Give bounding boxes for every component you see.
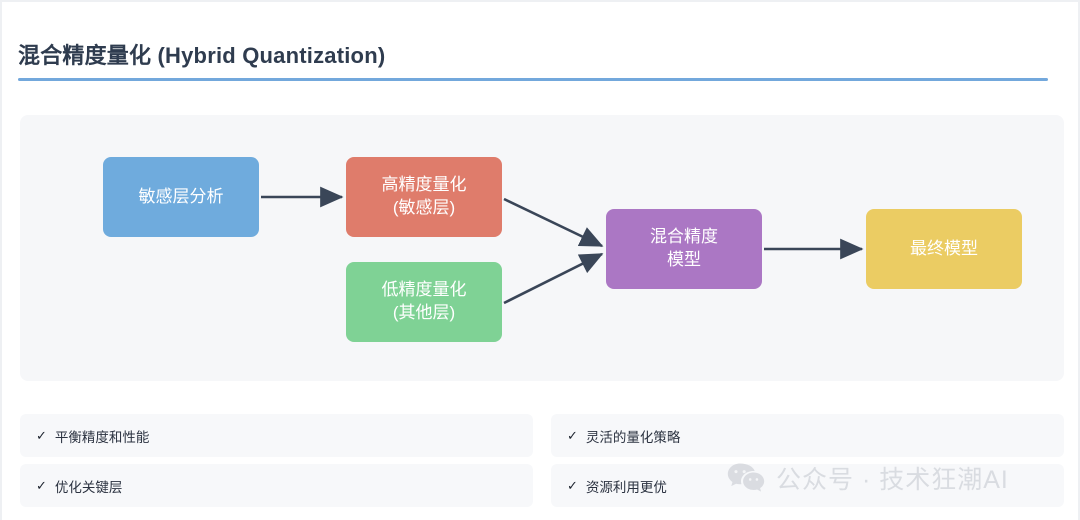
- flow-node-label-2: (敏感层): [392, 198, 456, 217]
- flow-node-mixed-precision-model[interactable]: 混合精度 模型: [606, 209, 762, 289]
- flow-node-label: 低精度量化: [381, 280, 467, 300]
- title-underline-divider: [18, 78, 1048, 81]
- flow-node-label-2: 模型: [667, 250, 701, 269]
- check-icon: ✓: [36, 428, 47, 443]
- flow-diagram-panel: 敏感层分析 高精度量化 (敏感层) 低精度量化 (其他层) 混合精度 模型 最终…: [20, 115, 1064, 381]
- flow-node-label: 混合精度: [650, 227, 718, 247]
- page-title-wrap: 混合精度量化 (Hybrid Quantization): [18, 38, 1048, 70]
- feature-item-label: 灵活的量化策略: [585, 429, 681, 445]
- feature-item-label: 资源利用更优: [585, 479, 667, 495]
- flow-node-label-2: (其他层): [392, 303, 456, 322]
- check-icon: ✓: [36, 478, 47, 493]
- edge-low-to-mixed: [503, 252, 604, 305]
- check-icon: ✓: [567, 428, 578, 443]
- feature-list: ✓ 平衡精度和性能 ✓ 灵活的量化策略 ✓ 优化关键层 ✓ 资源利用更优: [20, 414, 1064, 507]
- edge-high-to-mixed: [503, 197, 604, 248]
- page-title: 混合精度量化 (Hybrid Quantization): [18, 43, 386, 68]
- flow-node-label: 最终模型: [910, 238, 978, 258]
- feature-item-3[interactable]: ✓ 优化关键层: [20, 464, 533, 507]
- feature-item-label: 平衡精度和性能: [54, 429, 150, 445]
- feature-item-1[interactable]: ✓ 平衡精度和性能: [20, 414, 533, 457]
- feature-item-4[interactable]: ✓ 资源利用更优: [551, 464, 1064, 507]
- flow-node-high-precision-quantization[interactable]: 高精度量化 (敏感层): [346, 157, 502, 237]
- flow-node-sensitive-layer-analysis[interactable]: 敏感层分析: [103, 157, 259, 237]
- flow-node-label: 敏感层分析: [138, 186, 224, 206]
- flow-node-final-model[interactable]: 最终模型: [866, 209, 1022, 289]
- flow-node-label: 高精度量化: [381, 175, 467, 195]
- feature-item-label: 优化关键层: [54, 479, 123, 495]
- flow-node-low-precision-quantization[interactable]: 低精度量化 (其他层): [346, 262, 502, 342]
- feature-item-2[interactable]: ✓ 灵活的量化策略: [551, 414, 1064, 457]
- check-icon: ✓: [567, 478, 578, 493]
